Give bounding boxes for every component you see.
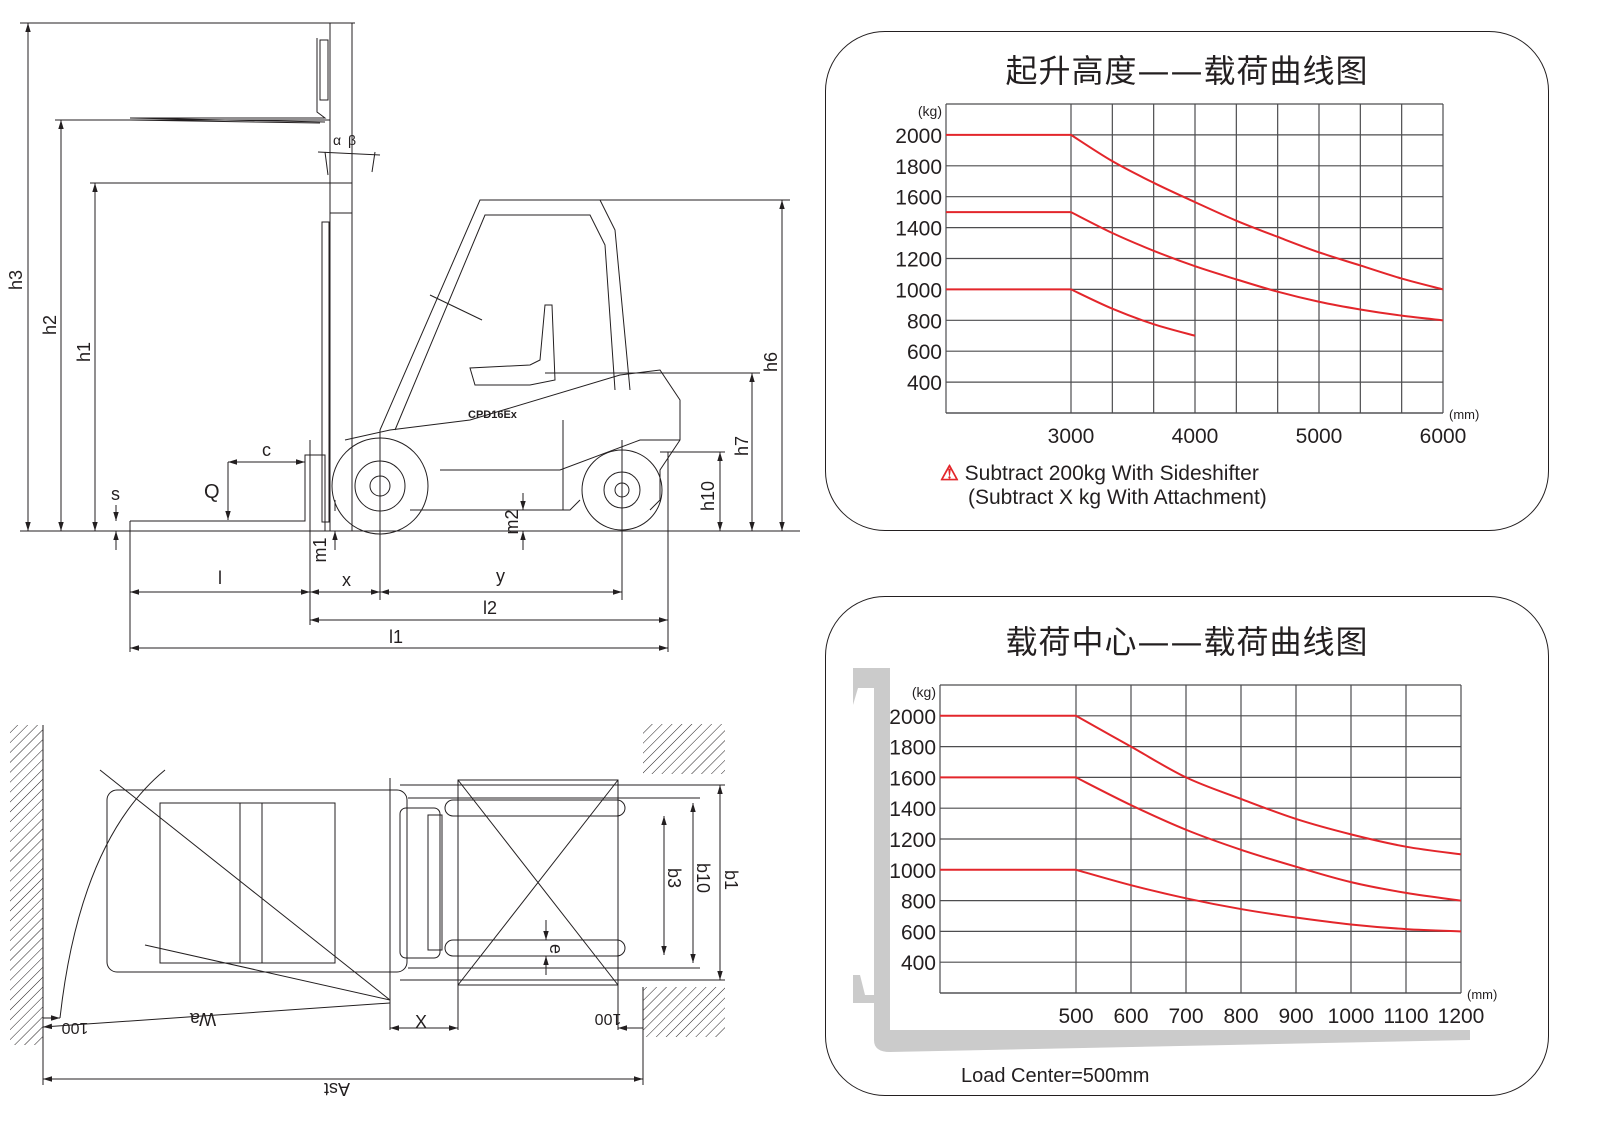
label-m1: m1: [310, 537, 330, 562]
chart1-note-line2: (Subtract X kg With Attachment): [968, 486, 1267, 509]
label-X: X: [415, 1012, 427, 1032]
wall-top-right: [643, 724, 725, 774]
label-l: l: [218, 568, 222, 588]
label-beta: β: [348, 132, 356, 148]
mast: [329, 22, 353, 532]
label-h2: h2: [40, 315, 60, 335]
side-view: [20, 22, 800, 652]
label-s: s: [111, 484, 120, 504]
load-center-footer: Load Center=500mm: [961, 1065, 1150, 1087]
label-clearance-right: 100: [595, 1010, 622, 1027]
chart1-note-line1: Subtract 200kg With Sideshifter: [964, 462, 1259, 485]
label-h7: h7: [732, 436, 752, 456]
chart1-title: 起升高度——载荷曲线图: [1005, 52, 1369, 90]
forklift-technical-drawing: h3 h2 h1 α β h6 h7 h10 CPD16Ex c Q s m1 …: [6, 22, 800, 1099]
label-l1: l1: [389, 627, 403, 647]
label-alpha: α: [333, 132, 341, 148]
label-b10: b10: [693, 863, 713, 893]
label-clearance-left: 100: [62, 1019, 89, 1036]
label-Q: Q: [204, 481, 220, 503]
label-Wa: Wa: [189, 1009, 216, 1029]
load-center-load-chart-panel: 载荷中心——载荷曲线图: [825, 596, 1549, 1096]
warning-triangle-icon: ⚠: [940, 462, 959, 485]
label-e: e: [546, 944, 566, 954]
load-pallet: [457, 779, 619, 986]
label-b1: b1: [721, 870, 741, 890]
top-view: [10, 724, 725, 1085]
chart2-title: 载荷中心——载荷曲线图: [1005, 623, 1369, 661]
label-h3: h3: [6, 270, 26, 290]
label-y: y: [496, 566, 505, 586]
label-c: c: [262, 440, 271, 460]
label-h10: h10: [698, 481, 718, 511]
label-x: x: [342, 570, 351, 590]
model-label: CPD16Ex: [468, 409, 518, 421]
label-h6: h6: [761, 352, 781, 372]
label-h1: h1: [74, 342, 94, 362]
lift-height-load-chart-panel: 起升高度——载荷曲线图: [825, 31, 1549, 531]
label-b3: b3: [664, 868, 684, 888]
chart1-note: ⚠ Subtract 200kg With Sideshifter (Subtr…: [940, 462, 1267, 510]
Wa-dimension: [42, 1002, 391, 1030]
truck-body-top: [106, 789, 408, 973]
label-Ast: Ast: [324, 1079, 350, 1099]
wall-bottom-right: [643, 987, 725, 1037]
wall-left: [10, 725, 43, 1045]
label-m2: m2: [502, 509, 522, 534]
label-l2: l2: [483, 598, 497, 618]
